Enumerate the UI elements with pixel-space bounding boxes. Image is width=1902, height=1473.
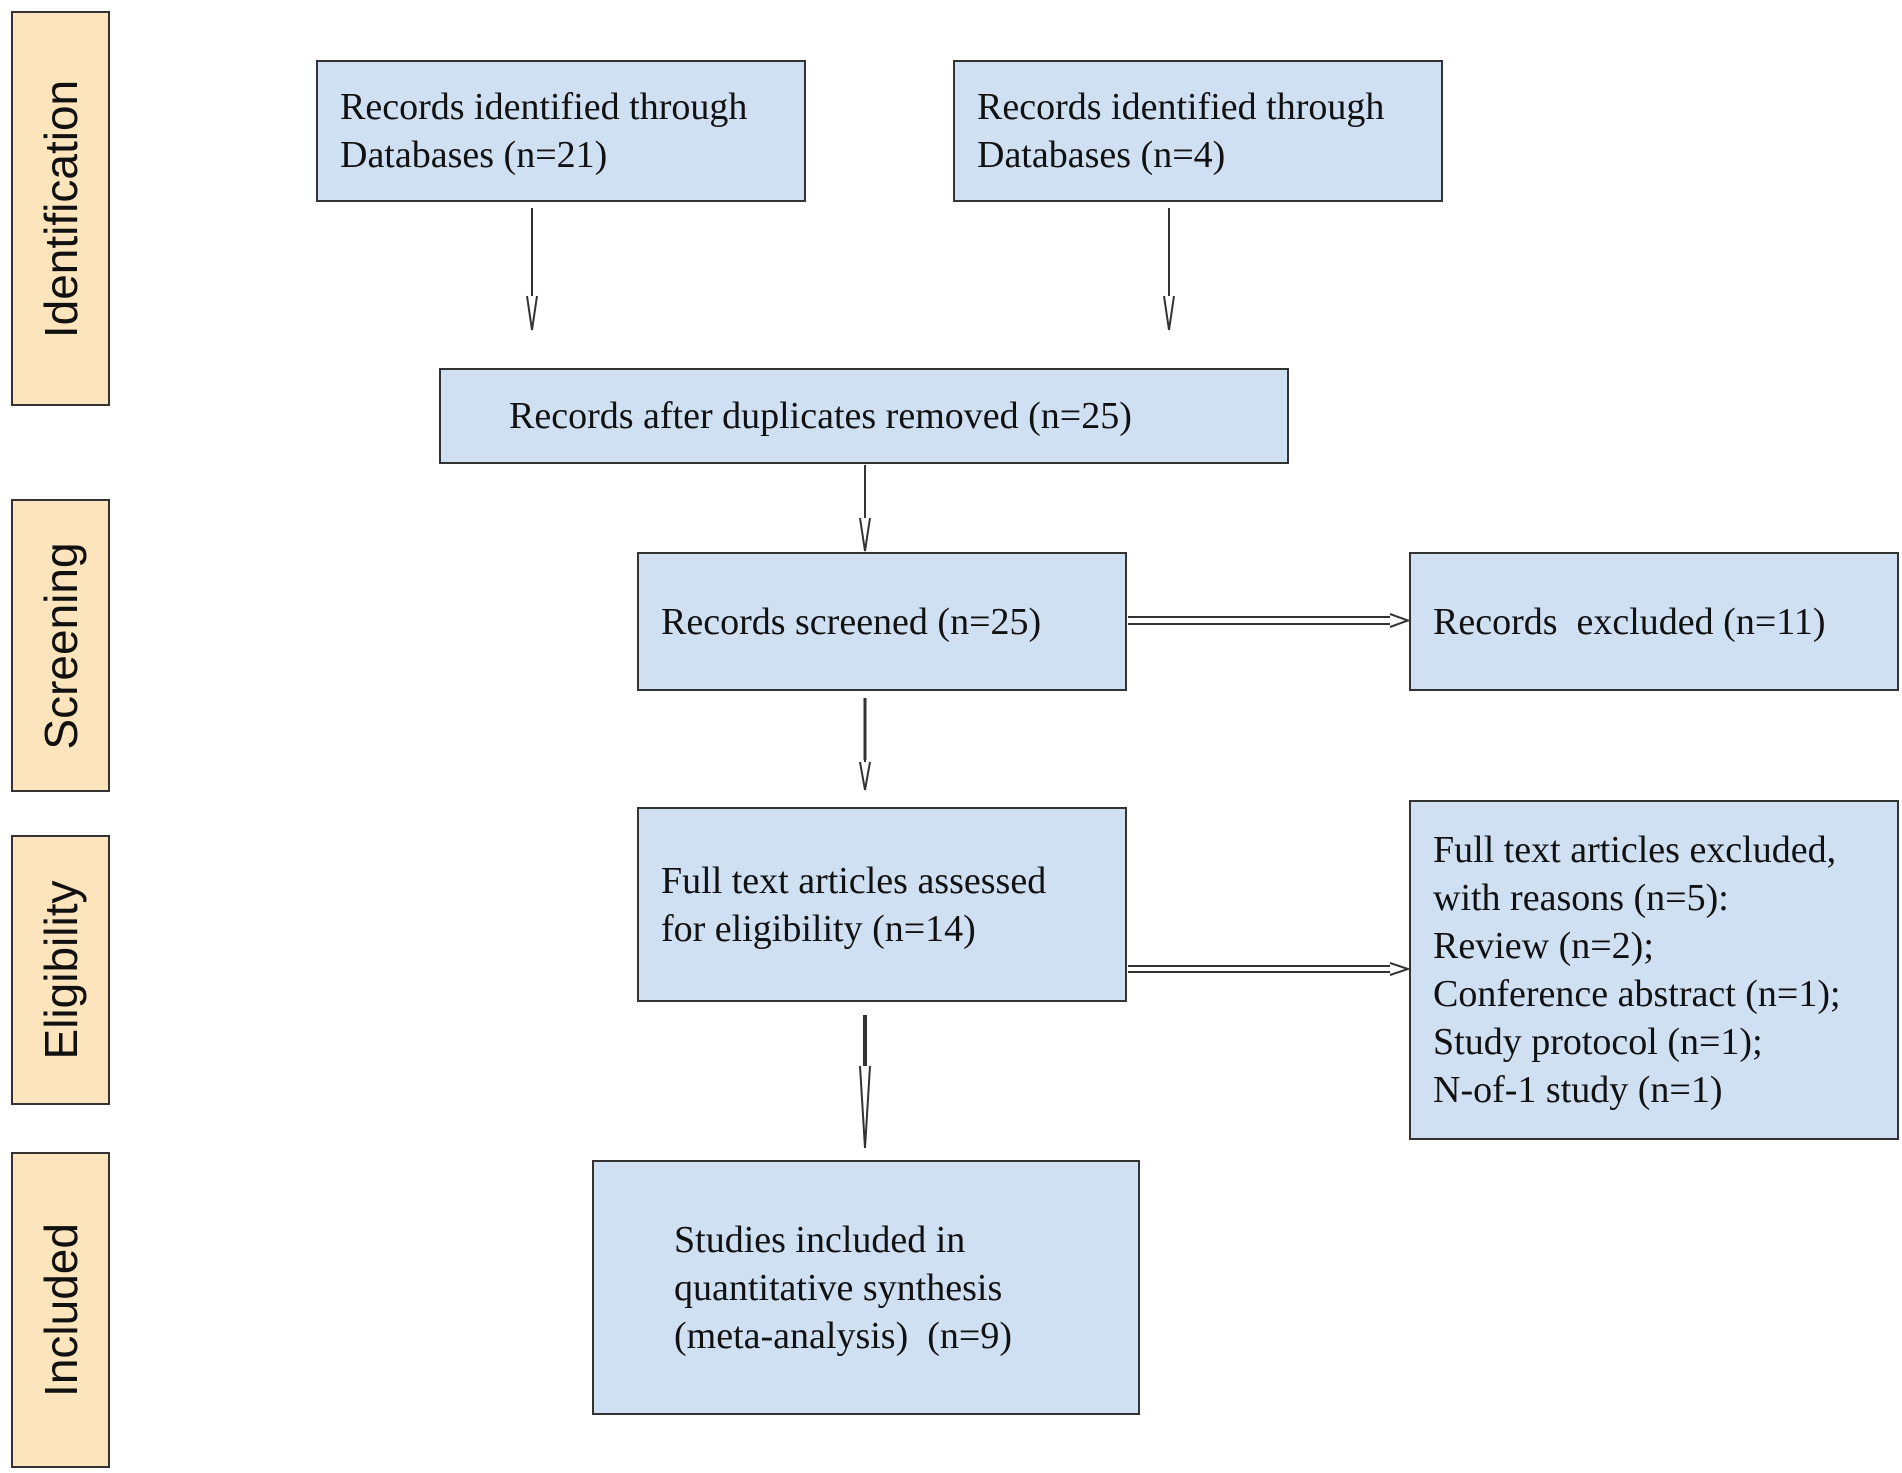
records-excluded-box: Records excluded (n=11) <box>1409 552 1899 691</box>
records-identified-databases-box-2: Records identified through Databases (n=… <box>953 60 1443 202</box>
phase-identification: Identification <box>11 11 110 406</box>
arrowhead-databases-2 <box>1163 295 1175 331</box>
arrowhead-full-text <box>859 761 871 791</box>
phase-eligibility: Eligibility <box>11 835 110 1105</box>
box-line: Review (n=2); <box>1433 925 1654 967</box>
box-line: Studies included in <box>674 1218 966 1261</box>
box-line: quantitative synthesis <box>674 1266 1003 1309</box>
arrowhead-excluded <box>1389 613 1411 628</box>
box-line: Records identified through <box>977 86 1385 128</box>
records-screened-box: Records screened (n=25) <box>637 552 1127 691</box>
phase-screening: Screening <box>11 499 110 792</box>
box-line: Study protocol (n=1); <box>1433 1021 1763 1063</box>
box-line: Records screened (n=25) <box>661 600 1042 643</box>
records-after-duplicates-box: Records after duplicates removed (n=25) <box>439 368 1289 464</box>
phase-included: Included <box>11 1152 110 1468</box>
box-line: Records identified through <box>340 86 748 128</box>
studies-included-box: Studies included in quantitative synthes… <box>592 1160 1140 1415</box>
full-text-excluded-box: Full text articles excluded, with reason… <box>1409 800 1899 1140</box>
box-line: Records excluded (n=11) <box>1433 600 1826 643</box>
box-line: Records after duplicates removed (n=25) <box>509 395 1132 437</box>
arrowhead-included <box>859 1065 871 1149</box>
box-line: Databases (n=4) <box>977 134 1226 176</box>
box-line: Full text articles assessed <box>661 859 1047 902</box>
arrowhead-databases-1 <box>526 295 538 331</box>
box-line: Databases (n=21) <box>340 134 608 176</box>
box-line: Conference abstract (n=1); <box>1433 973 1841 1015</box>
arrowhead-screened <box>859 517 871 552</box>
box-line: N-of-1 study (n=1) <box>1433 1069 1723 1111</box>
arrowhead-full-text-excluded <box>1389 962 1412 976</box>
box-line: with reasons (n=5): <box>1433 877 1729 919</box>
records-identified-databases-box-1: Records identified through Databases (n=… <box>316 60 806 202</box>
full-text-assessed-box: Full text articles assessed for eligibil… <box>637 807 1127 1002</box>
box-line: Full text articles excluded, <box>1433 829 1837 871</box>
box-line: (meta-analysis) (n=9) <box>674 1314 1012 1357</box>
box-line: for eligibility (n=14) <box>661 907 976 950</box>
